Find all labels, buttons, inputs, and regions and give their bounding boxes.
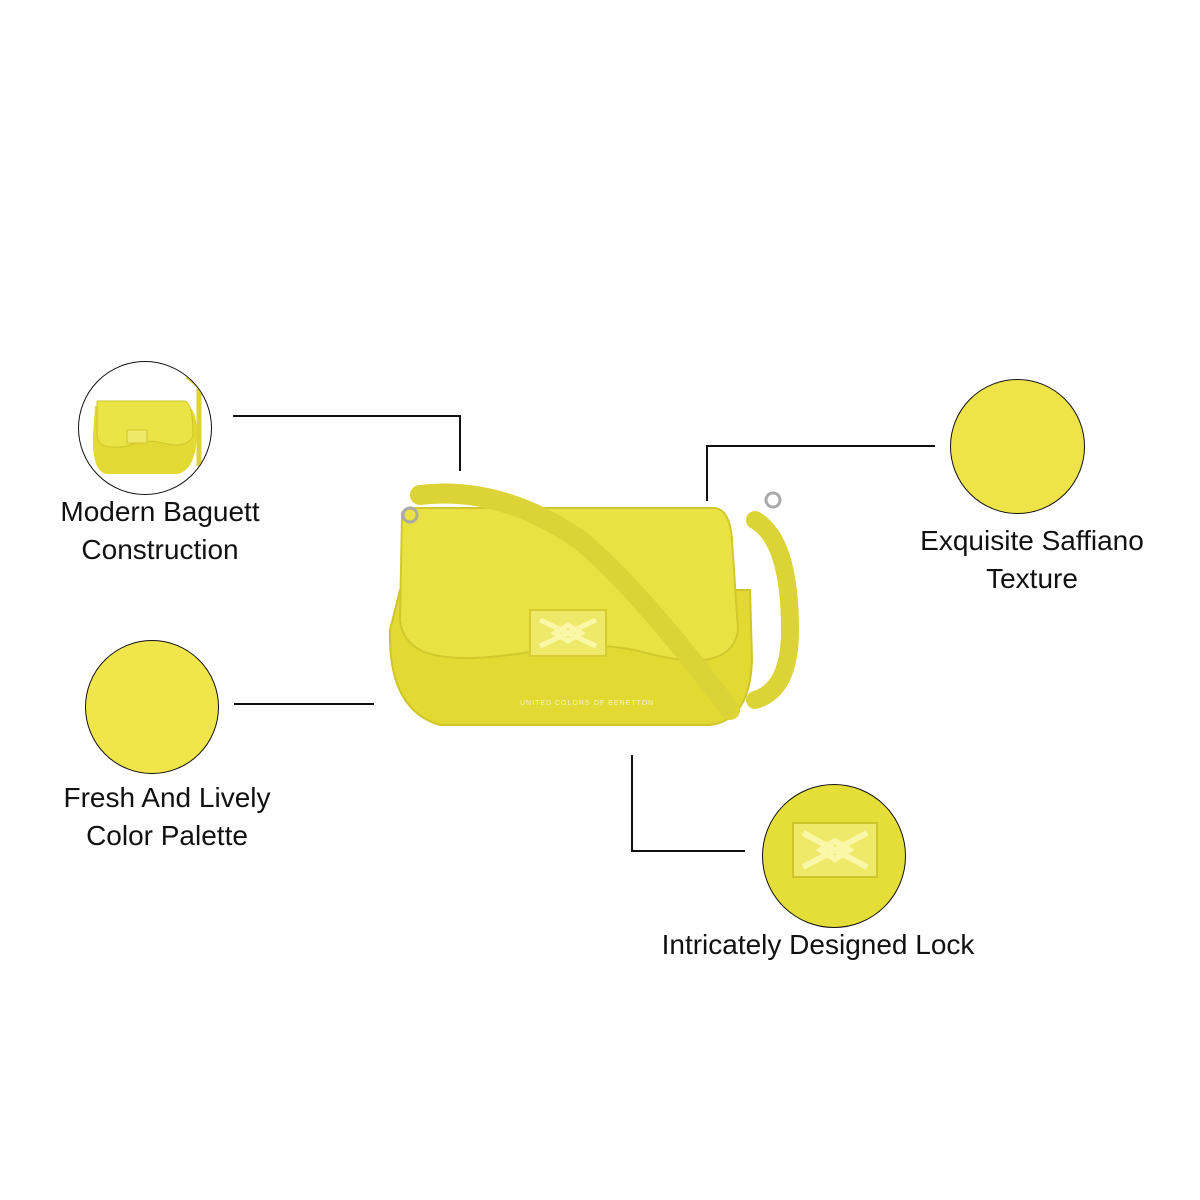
feature-circle-lock bbox=[762, 784, 906, 928]
connector-line bbox=[706, 445, 708, 501]
feature-circle-texture bbox=[950, 379, 1085, 514]
feature-label-texture: Exquisite Saffiano Texture bbox=[920, 522, 1144, 598]
label-line: Modern Baguett bbox=[60, 496, 260, 527]
label-line: Color Palette bbox=[86, 820, 248, 851]
feature-circle-color bbox=[85, 640, 219, 774]
connector-line bbox=[233, 415, 461, 417]
connector-line bbox=[631, 850, 745, 852]
main-bag-image: UNITED COLORS OF BENETTON bbox=[388, 483, 800, 726]
connector-line bbox=[459, 415, 461, 471]
feature-circle-construction bbox=[78, 361, 212, 495]
connector-line bbox=[631, 755, 633, 852]
label-line: Texture bbox=[986, 563, 1078, 594]
bag-brand-text: UNITED COLORS OF BENETTON bbox=[520, 700, 654, 707]
label-line: Intricately Designed Lock bbox=[661, 929, 975, 960]
feature-label-lock: Intricately Designed Lock bbox=[662, 926, 975, 964]
connector-line bbox=[234, 703, 374, 705]
feature-label-construction: Modern Baguett Construction bbox=[60, 493, 259, 569]
feature-label-color: Fresh And Lively Color Palette bbox=[64, 779, 271, 855]
lock-closeup-image bbox=[792, 822, 878, 878]
label-line: Construction bbox=[81, 534, 239, 565]
label-line: Exquisite Saffiano bbox=[920, 525, 1144, 556]
label-line: Fresh And Lively bbox=[63, 782, 271, 813]
connector-line bbox=[706, 445, 935, 447]
mini-bag-image bbox=[92, 376, 202, 474]
